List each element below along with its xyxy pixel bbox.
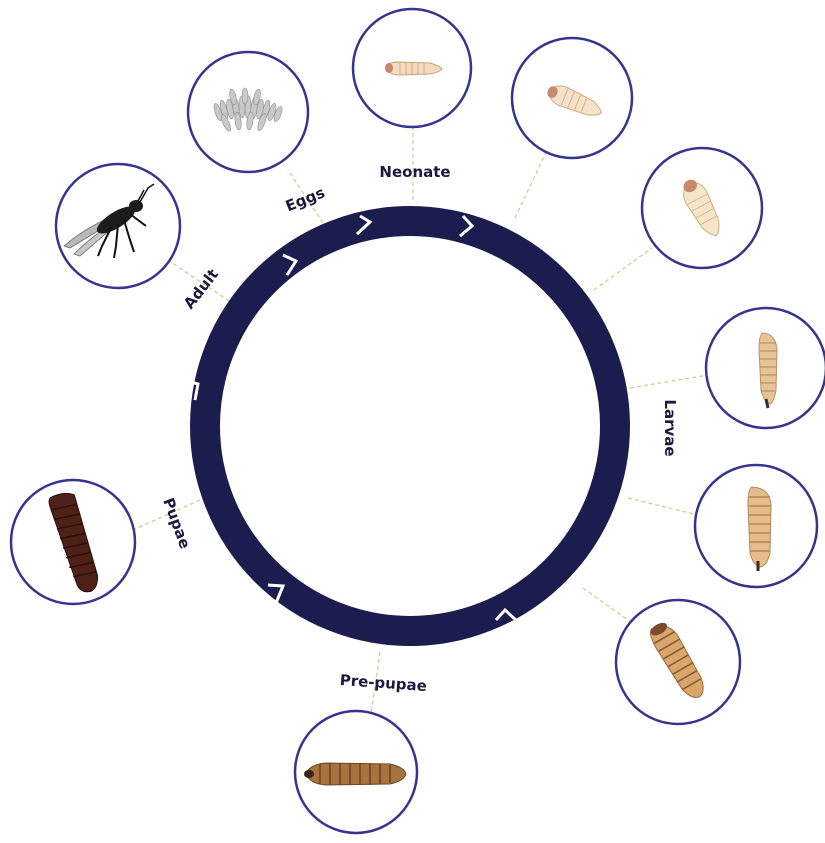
stage-label-neonate: Neonate — [379, 163, 450, 181]
connector-mature-larva — [628, 498, 698, 515]
cycle-ring — [184, 216, 615, 631]
segment-divider — [184, 380, 198, 400]
stage-label-prepupae: Pre-pupae — [339, 671, 427, 695]
stage-label-eggs: Eggs — [283, 183, 327, 215]
mature-larva-icon — [695, 465, 817, 587]
stage-images — [11, 9, 825, 833]
neonate-larva-icon — [353, 9, 471, 127]
stage-label-larvae: Larvae — [661, 399, 679, 456]
pupa-icon — [11, 480, 135, 604]
connector-early-larva — [515, 148, 548, 218]
late-larva-icon — [616, 600, 740, 724]
early-larva-icon — [512, 38, 632, 158]
connector-late-larva — [583, 588, 635, 625]
prepupa-icon — [295, 711, 417, 833]
connector-young-larva — [594, 248, 652, 290]
adult-fly-icon — [56, 164, 180, 288]
connector-larva — [630, 375, 708, 388]
young-larva-icon — [642, 148, 762, 268]
eggs-cluster-icon — [188, 52, 308, 172]
larva-icon — [706, 308, 825, 428]
stage-label-pupae: Pupae — [159, 495, 194, 551]
